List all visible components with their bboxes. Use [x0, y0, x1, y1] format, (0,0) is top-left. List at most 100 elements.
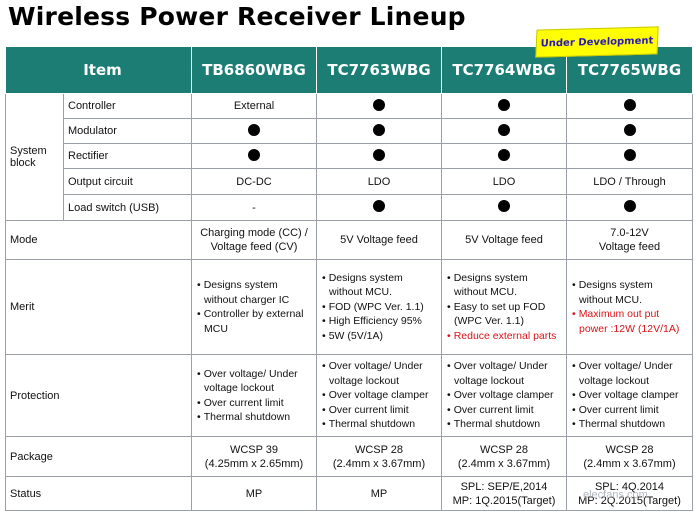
list-item: Easy to set up FOD (WPC Ver. 1.1): [446, 300, 562, 329]
filled-dot-icon: [623, 123, 636, 136]
filled-dot-icon: [373, 200, 385, 212]
cell: Over voltage/ Under voltage lockoutOver …: [441, 354, 567, 437]
cell: 5V Voltage feed: [441, 220, 567, 260]
protection-label: Protection: [5, 354, 192, 437]
header-product-1: TB6860WBG: [191, 46, 317, 94]
cell: LDO: [441, 168, 567, 195]
merit-list: Designs system without MCU.FOD (WPC Ver.…: [321, 271, 437, 344]
cell: Charging mode (CC) /Voltage feed (CV): [191, 220, 317, 260]
list-item: Designs system without charger IC: [196, 278, 312, 307]
watermark: elecfans.com: [583, 489, 648, 501]
package-label: Package: [5, 436, 192, 477]
merit-label: Merit: [5, 259, 192, 355]
list-item: Thermal shutdown: [196, 410, 312, 425]
merit-list: Designs system without MCU.Easy to set u…: [446, 271, 562, 344]
list-item: Thermal shutdown: [446, 417, 562, 432]
cell: -: [191, 194, 317, 221]
cell: [441, 143, 567, 169]
filled-dot-icon: [623, 148, 636, 161]
row-merit: Merit Designs system without charger ICC…: [5, 259, 693, 355]
list-item: Designs system without MCU.: [446, 271, 562, 300]
list-item: Maximum out put power :12W (12V/1A): [571, 307, 688, 336]
cell: MP: [191, 476, 317, 511]
row-controller: System block Controller External: [5, 93, 693, 221]
row-package: Package WCSP 39(4.25mm x 2.65mm) WCSP 28…: [5, 436, 693, 477]
row-output-circuit: Output circuit DC-DC LDO LDO LDO / Throu…: [6, 168, 693, 195]
cell: [191, 118, 317, 144]
filled-dot-icon: [248, 148, 260, 161]
cell: [316, 118, 442, 144]
filled-dot-icon: [248, 123, 260, 136]
system-block-label: System block: [5, 93, 64, 221]
cell: WCSP 28(2.4mm x 3.67mm): [566, 436, 693, 477]
row-label: Modulator: [63, 118, 192, 144]
filled-dot-icon: [498, 98, 510, 111]
list-item: 5W (5V/1A): [321, 329, 437, 344]
row-label: Output circuit: [63, 168, 192, 195]
cell: [316, 93, 442, 119]
list-item: Over voltage clamper: [571, 388, 688, 403]
list-item: Designs system without MCU.: [571, 278, 688, 307]
cell: DC-DC: [191, 168, 317, 195]
cell: [316, 143, 442, 169]
cell: WCSP 28(2.4mm x 3.67mm): [316, 436, 442, 477]
cell: Designs system without MCU.Maximum out p…: [566, 259, 693, 355]
filled-dot-icon: [623, 200, 636, 212]
protection-list: Over voltage/ Under voltage lockoutOver …: [321, 359, 437, 432]
header-item: Item: [5, 46, 192, 94]
row-label: Load switch (USB): [63, 194, 192, 221]
merit-list: Designs system without charger ICControl…: [196, 278, 312, 336]
cell: Designs system without MCU.Easy to set u…: [441, 259, 567, 355]
filled-dot-icon: [498, 148, 510, 161]
filled-dot-icon: [498, 123, 510, 136]
cell: Designs system without charger ICControl…: [191, 259, 317, 355]
list-item: Over voltage/ Under voltage lockout: [196, 367, 312, 396]
row-mode: Mode Charging mode (CC) /Voltage feed (C…: [5, 220, 693, 260]
protection-list: Over voltage/ Under voltage lockoutOver …: [571, 359, 688, 432]
list-item: Over voltage/ Under voltage lockout: [571, 359, 688, 388]
header-product-2: TC7763WBG: [316, 46, 442, 94]
lineup-table: Item TB6860WBG TC7763WBG TC7764WBG TC776…: [5, 46, 693, 511]
cell: [441, 194, 567, 221]
cell: External: [191, 93, 317, 119]
row-load-switch: Load switch (USB) -: [6, 194, 693, 221]
list-item: Reduce external parts: [446, 329, 562, 344]
cell: [566, 143, 693, 169]
list-item: Over voltage/ Under voltage lockout: [446, 359, 562, 388]
cell: MP: [316, 476, 442, 511]
cell: LDO / Through: [566, 168, 693, 195]
cell: 5V Voltage feed: [316, 220, 442, 260]
cell: Over voltage/ Under voltage lockoutOver …: [316, 354, 442, 437]
list-item: Designs system without MCU.: [321, 271, 437, 300]
row-protection: Protection Over voltage/ Under voltage l…: [5, 354, 693, 437]
row-rectifier: Rectifier: [6, 143, 693, 169]
filled-dot-icon: [623, 98, 636, 111]
cell: Over voltage/ Under voltage lockoutOver …: [191, 354, 317, 437]
cell: [566, 194, 693, 221]
cell: [566, 93, 693, 119]
cell: LDO: [316, 168, 442, 195]
row-modulator: Modulator: [6, 118, 693, 144]
list-item: Over voltage/ Under voltage lockout: [321, 359, 437, 388]
list-item: FOD (WPC Ver. 1.1): [321, 300, 437, 315]
cell: WCSP 28(2.4mm x 3.67mm): [441, 436, 567, 477]
row-label: Rectifier: [63, 143, 192, 169]
list-item: Over voltage clamper: [446, 388, 562, 403]
cell: WCSP 39(4.25mm x 2.65mm): [191, 436, 317, 477]
list-item: Over current limit: [446, 403, 562, 418]
cell: [441, 93, 567, 119]
list-item: Thermal shutdown: [321, 417, 437, 432]
list-item: Over current limit: [571, 403, 688, 418]
filled-dot-icon: [373, 123, 385, 136]
page-title: Wireless Power Receiver Lineup: [8, 2, 466, 31]
cell: [566, 118, 693, 144]
list-item: Over current limit: [196, 396, 312, 411]
protection-list: Over voltage/ Under voltage lockoutOver …: [446, 359, 562, 432]
row-label: Controller: [63, 93, 192, 119]
cell: Over voltage/ Under voltage lockoutOver …: [566, 354, 693, 437]
cell: Designs system without MCU.FOD (WPC Ver.…: [316, 259, 442, 355]
list-item: Over current limit: [321, 403, 437, 418]
